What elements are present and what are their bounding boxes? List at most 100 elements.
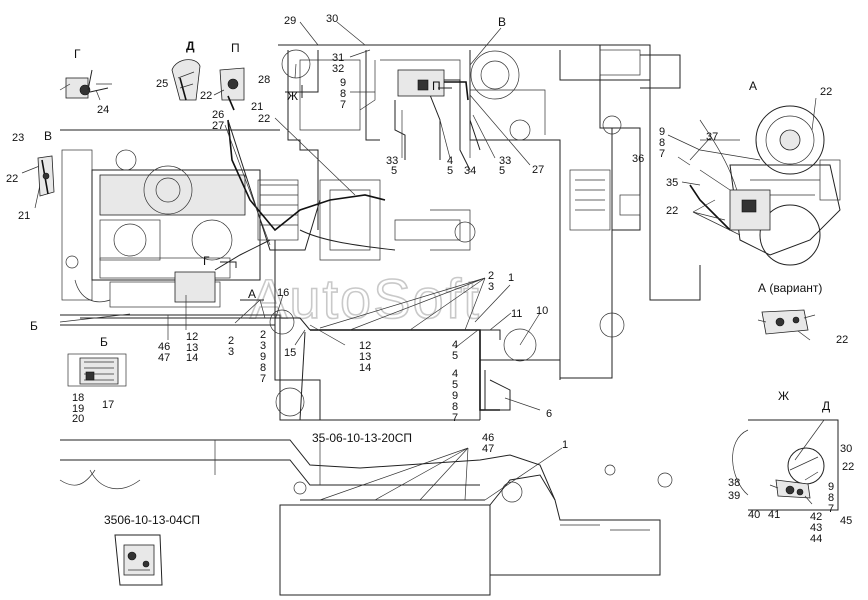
callout-c46a: 46: [158, 341, 170, 353]
callout-c21b: 21: [18, 210, 30, 222]
view-marker-b: Б: [30, 319, 38, 333]
callout-c22b: 22: [258, 113, 270, 125]
callout-c37: 37: [706, 131, 718, 143]
callout-c22d: 22: [820, 86, 832, 98]
callout-c5b: 5: [447, 165, 453, 177]
callout-c29: 29: [284, 15, 296, 27]
callout-c47a: 47: [158, 352, 170, 364]
callout-c22f: 22: [836, 334, 848, 346]
view-marker-g: Г: [203, 254, 210, 268]
callout-c14a: 14: [186, 352, 198, 364]
callout-c41: 41: [768, 509, 780, 521]
callout-c5d: 5: [452, 350, 458, 362]
detail-view-a-variant: [757, 309, 816, 335]
callout-c14b: 14: [359, 362, 371, 374]
watermark: AutoSoft: [250, 267, 481, 330]
lower-frame-view: [59, 439, 673, 596]
callout-c36: 36: [632, 153, 644, 165]
detail-view-b: [67, 353, 127, 387]
detail-view-a: [699, 105, 841, 266]
callout-c33a: 33: [386, 155, 398, 167]
callout-c26: 26: [212, 109, 224, 121]
callout-c13b: 13: [359, 351, 371, 363]
callout-c4c: 4: [452, 368, 458, 380]
detail-lower-left: [114, 534, 163, 586]
callout-c23: 23: [12, 132, 24, 144]
callout-c22e: 22: [666, 205, 678, 217]
callout-c22a: 22: [200, 90, 212, 102]
callout-c11: 11: [511, 308, 522, 320]
detail-view-p: [213, 67, 245, 111]
detail-view-d: [171, 59, 201, 101]
callout-c3b: 3: [228, 346, 234, 358]
detail-view-v: [37, 155, 55, 197]
callout-c9a: 9: [340, 77, 346, 89]
callout-c18: 18: [72, 392, 84, 404]
callout-c17: 17: [102, 399, 114, 411]
callout-c19: 19: [72, 403, 84, 415]
callout-c5a: 5: [391, 165, 397, 177]
callout-c38: 38: [728, 477, 740, 489]
view-label-v-top: В: [498, 15, 506, 29]
detail-view-g: [59, 69, 112, 101]
callout-c7d: 7: [452, 412, 458, 424]
callout-c20: 20: [72, 413, 84, 425]
callout-c9b: 9: [659, 126, 665, 138]
callout-c44: 44: [810, 533, 822, 545]
callout-c1a: 1: [508, 272, 514, 284]
callout-c27b: 27: [532, 164, 544, 176]
view-label-g: Г: [74, 47, 81, 61]
callout-c30: 30: [326, 13, 338, 25]
callout-c43: 43: [810, 522, 822, 534]
callout-c46b: 46: [482, 432, 494, 444]
callout-c8a: 8: [340, 88, 346, 100]
callout-c12b: 12: [359, 340, 371, 352]
callout-c8c: 8: [260, 362, 266, 374]
callout-c33b: 33: [499, 155, 511, 167]
callout-c9e: 9: [828, 481, 834, 493]
callout-c5e: 5: [452, 379, 458, 391]
callout-c24: 24: [97, 104, 109, 116]
drawing-code-upper: 35-06-10-13-20СП: [312, 431, 412, 445]
view-marker-p: П: [432, 79, 441, 93]
callout-c35: 35: [666, 177, 678, 189]
callout-c7c: 7: [260, 373, 266, 385]
callout-c8d: 8: [452, 401, 458, 413]
view-marker-zh: Ж: [287, 89, 298, 103]
callout-c40: 40: [748, 509, 760, 521]
callout-c30b: 30: [840, 443, 852, 455]
view-label-b: Б: [100, 335, 108, 349]
detail-view-zh: [732, 419, 839, 511]
callout-c39: 39: [728, 490, 740, 502]
wiring-harness: [80, 60, 746, 421]
callout-c4b: 4: [452, 339, 458, 351]
callout-c3a: 3: [488, 281, 494, 293]
view-label-p: П: [231, 41, 240, 55]
chassis-outline: [60, 44, 701, 421]
callout-c3c: 3: [260, 340, 266, 352]
callout-c10: 10: [536, 305, 548, 317]
callout-c47b: 47: [482, 443, 494, 455]
view-marker-a: А: [248, 287, 256, 301]
callout-c5c: 5: [499, 165, 505, 177]
callout-c32: 32: [332, 63, 344, 75]
view-marker-d: Д: [822, 399, 830, 413]
view-arrows: [220, 85, 452, 301]
callout-c6: 6: [546, 408, 552, 420]
callout-c21a: 21: [251, 101, 263, 113]
callout-c9c: 9: [260, 351, 266, 363]
callout-c7e: 7: [828, 503, 834, 515]
view-label-d: Д: [186, 39, 195, 53]
view-label-a: А: [749, 79, 757, 93]
callout-c27a: 27: [212, 120, 224, 132]
callout-c4a: 4: [447, 155, 453, 167]
callout-c8e: 8: [828, 492, 834, 504]
callout-c1b: 1: [562, 439, 568, 451]
view-label-v-left: В: [44, 129, 52, 143]
callout-c2a: 2: [488, 270, 494, 282]
callout-c31: 31: [332, 52, 344, 64]
callout-c22g: 22: [842, 461, 854, 473]
callout-c42: 42: [810, 511, 822, 523]
